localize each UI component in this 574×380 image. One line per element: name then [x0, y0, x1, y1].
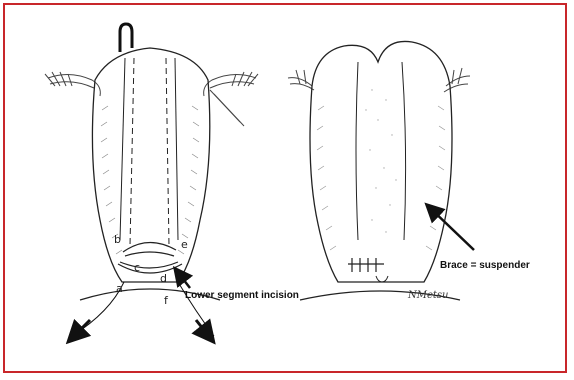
brace-suture-lines	[120, 58, 178, 246]
left-uterus: b e c d a f Lower segment incision	[45, 24, 299, 340]
pointer-arrow-icon	[428, 206, 474, 250]
right-uterus-shading	[317, 106, 445, 250]
right-uterus-stipple	[365, 89, 396, 232]
label-a: a	[116, 282, 123, 295]
left-caption: Lower segment incision	[185, 290, 299, 301]
label-f: f	[164, 294, 169, 307]
left-uterus-shading	[101, 106, 199, 254]
left-adnexa	[45, 72, 258, 126]
closed-incision-stitches	[348, 258, 384, 272]
label-d: d	[160, 272, 167, 285]
label-e: e	[181, 238, 188, 251]
hook-arrow-icon	[120, 24, 132, 52]
label-c: c	[134, 261, 140, 274]
right-uterus: Brace = suspender NMetsu	[288, 41, 530, 301]
right-uterus-outline	[310, 41, 452, 282]
artist-signature: NMetsu	[407, 290, 449, 301]
incision	[118, 242, 182, 273]
label-b: b	[114, 233, 121, 246]
left-uterus-outline	[92, 48, 209, 282]
right-caption: Brace = suspender	[440, 260, 530, 271]
